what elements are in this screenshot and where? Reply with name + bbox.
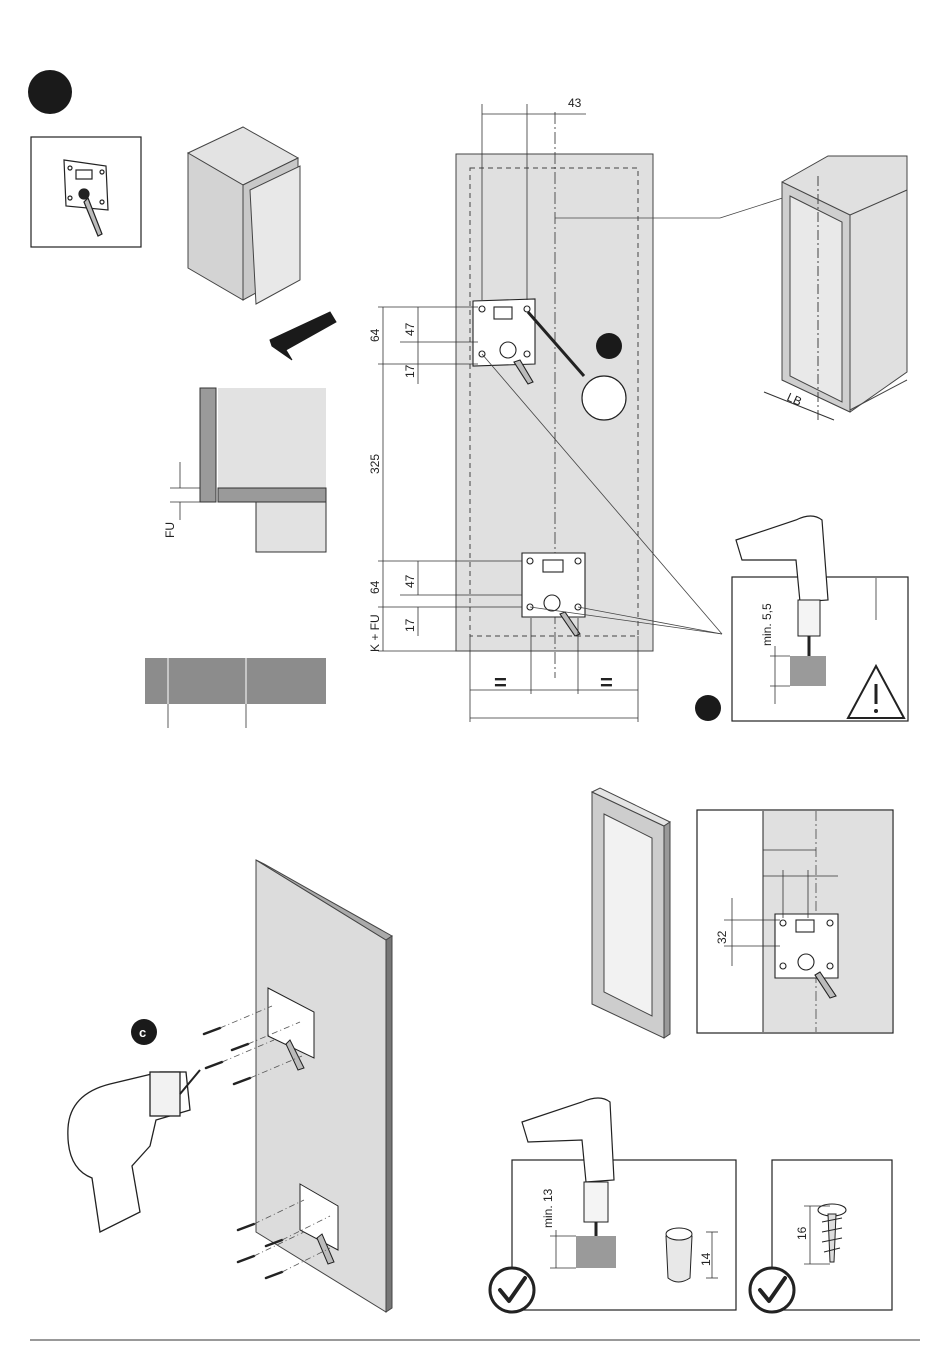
grey-table-strip xyxy=(145,658,326,728)
dim-min-5-5: min. 5,5 xyxy=(760,603,774,646)
frame-door xyxy=(592,788,670,1038)
drill-detail-55: min. 5,5 xyxy=(732,516,908,721)
dim-fu: FU xyxy=(163,522,177,538)
mounting-panel xyxy=(204,860,392,1312)
step-marker-dot xyxy=(28,70,72,114)
dim-equal-left: = xyxy=(494,670,507,695)
bracket-thumbnail xyxy=(31,137,141,247)
dim-64-lower: 64 xyxy=(368,580,382,594)
step-marker-dot-b xyxy=(596,333,622,359)
step-c-label: c xyxy=(139,1025,146,1040)
dim-17-upper: 17 xyxy=(403,364,417,378)
cabinet-side-lb xyxy=(764,156,907,420)
screw-detail-16: 16 xyxy=(750,1160,892,1312)
cabinet-illustration xyxy=(188,127,336,360)
dim-17-lower: 17 xyxy=(403,618,417,632)
drill-detail-13: min. 13 14 xyxy=(490,1098,736,1312)
cordless-drill xyxy=(68,1070,200,1232)
dim-64-upper: 64 xyxy=(368,328,382,342)
fu-section-detail: FU xyxy=(163,388,326,552)
dim-47-upper: 47 xyxy=(403,322,417,336)
dim-43: 43 xyxy=(568,96,582,110)
dim-equal-right: = xyxy=(600,670,613,695)
dim-32: 32 xyxy=(715,930,729,944)
bracket-closeup-32: 32 xyxy=(697,810,893,1033)
dim-47-lower: 47 xyxy=(403,574,417,588)
checkmark-icon xyxy=(490,1268,534,1312)
step-marker-dot-c xyxy=(695,695,721,721)
dim-min-13: min. 13 xyxy=(541,1188,555,1228)
checkmark-icon-2 xyxy=(750,1268,794,1312)
dim-k-fu: K + FU xyxy=(368,614,382,652)
dim-325: 325 xyxy=(368,454,382,474)
dim-16: 16 xyxy=(795,1226,809,1240)
dim-lb: LB xyxy=(785,390,804,409)
dim-14: 14 xyxy=(699,1252,713,1266)
